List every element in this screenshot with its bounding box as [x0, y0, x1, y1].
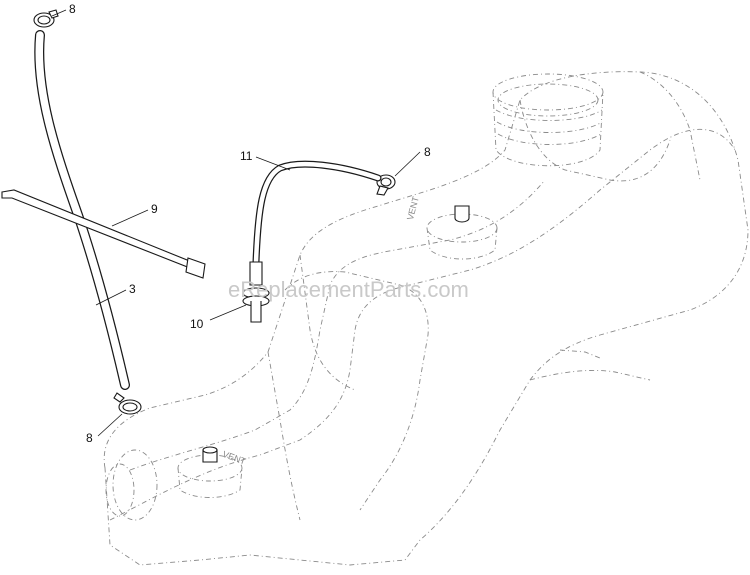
tank-contour-6	[529, 349, 651, 381]
callout-3: 3	[129, 282, 136, 296]
tank-filler-neck	[492, 73, 604, 167]
callout-10: 10	[190, 317, 204, 331]
vent-fitting	[242, 261, 270, 323]
tank-contour-1	[109, 128, 736, 521]
callout-labels: 8 11 8 9 3 10 8	[69, 2, 431, 445]
fuel-tank: VENT VENT	[103, 71, 749, 566]
callout-9: 9	[151, 202, 158, 216]
watermark: eReplacementParts.com	[228, 277, 469, 302]
tank-end-cap-inner	[105, 463, 135, 517]
leader-9	[111, 209, 149, 227]
leader-8-top	[51, 9, 67, 17]
leader-8-bottom	[97, 413, 123, 437]
tank-contour-2	[129, 179, 546, 471]
vent-hose	[252, 160, 382, 266]
leader-3	[95, 289, 127, 306]
tank-contour-4	[267, 254, 356, 521]
leader-8-vent	[394, 151, 421, 177]
hose-clamp-bottom	[113, 392, 142, 415]
tank-contour-5	[519, 71, 701, 182]
hose-inner	[35, 31, 129, 389]
hose-clamp-top	[33, 9, 59, 28]
leader-10	[209, 304, 247, 321]
hose-clamp-vent	[376, 174, 396, 196]
leader-lines	[51, 9, 421, 437]
tank-contour-3	[284, 271, 429, 511]
tank-end-cap	[112, 449, 158, 521]
cable-tie	[1, 189, 206, 279]
cable-tie-head	[185, 257, 206, 279]
callout-8-bottom: 8	[86, 431, 93, 445]
callout-8-top: 8	[69, 2, 76, 16]
callout-8-vent: 8	[424, 145, 431, 159]
cable-tie-strap	[1, 189, 193, 269]
leader-11	[255, 156, 291, 171]
fuel-hose	[34, 30, 130, 390]
callout-11: 11	[240, 149, 253, 163]
